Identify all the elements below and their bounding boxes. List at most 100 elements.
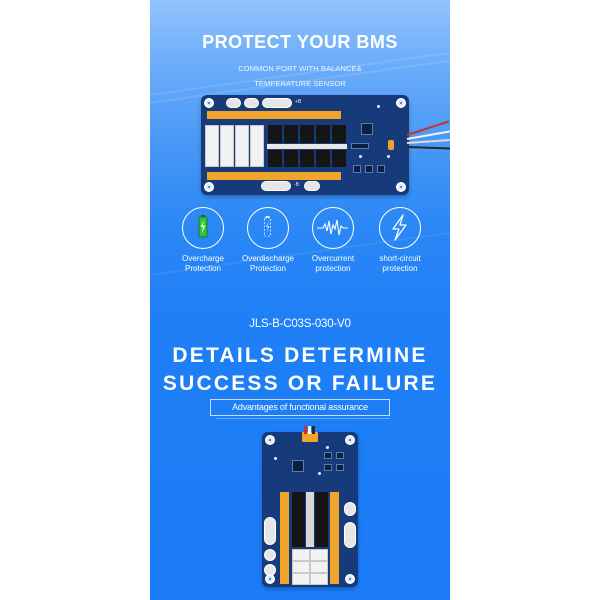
product-banner: PROTECT YOUR BMS COMMON PORT WITH BALANC… — [150, 0, 450, 600]
ic-chip — [353, 165, 361, 173]
mosfet — [284, 150, 298, 167]
wire-white — [308, 426, 311, 434]
feature-label-line2: protection — [382, 263, 418, 273]
mosfet — [316, 125, 330, 143]
silkscreen-b-minus: -B — [294, 182, 299, 188]
mosfet — [284, 125, 298, 143]
mount-hole — [345, 574, 355, 584]
via — [359, 155, 362, 158]
headline-line2: SUCCESS OR FAILURE — [162, 372, 438, 395]
ic-chip — [324, 464, 332, 471]
bms-board-vertical — [262, 426, 358, 587]
solder-pad — [344, 502, 356, 516]
feature-label-short-circuit: short-circuit protection — [365, 254, 435, 273]
via — [318, 472, 321, 475]
feature-label-overdischarge: Overdischarge Protection — [233, 254, 303, 273]
feature-label-line2: Protection — [184, 263, 222, 273]
wire-black — [312, 426, 315, 434]
solder-pad — [264, 549, 276, 561]
mount-hole — [396, 98, 406, 108]
solder-pad-b-plus — [262, 98, 292, 108]
balance-resistor-block — [292, 561, 310, 573]
banner-subtitle-line1: COMMON PORT WITH BALANCE& — [238, 64, 362, 73]
model-number: JLS-B-C03S-030-V0 — [249, 318, 351, 330]
connector — [302, 432, 318, 442]
bms-board-horizontal: +B -B — [201, 95, 409, 195]
solder-pad — [304, 181, 320, 191]
via — [377, 105, 380, 108]
ic-chip — [324, 452, 332, 459]
balance-resistor-block — [235, 125, 249, 167]
silkscreen-b-plus: +B — [295, 99, 302, 105]
mosfet-column — [292, 492, 305, 547]
balance-resistor-block — [310, 573, 328, 585]
via — [387, 155, 390, 158]
via — [326, 446, 329, 449]
mount-hole — [265, 435, 275, 445]
wire-black — [406, 146, 450, 150]
balance-resistor-block — [310, 549, 328, 561]
solder-pad — [226, 98, 241, 108]
tagline-box: Advantages of functional assurance — [210, 399, 390, 416]
banner-title: PROTECT YOUR BMS — [202, 32, 398, 52]
solder-pad — [264, 564, 276, 576]
mosfet — [332, 150, 346, 167]
busbar — [267, 144, 347, 149]
mount-hole — [204, 98, 214, 108]
mount-hole — [204, 182, 214, 192]
battery-charge-icon — [198, 215, 208, 238]
feature-overdischarge — [247, 207, 289, 249]
balance-resistor-block — [310, 561, 328, 573]
lightning-icon — [392, 214, 407, 241]
feature-label-overcurrent: Overcurrent protection — [298, 254, 368, 273]
mosfet — [268, 125, 282, 143]
connector — [388, 140, 394, 150]
via — [274, 457, 277, 460]
battery-low-icon — [264, 216, 271, 237]
mosfet-column — [315, 492, 328, 547]
solder-pad — [344, 522, 356, 548]
ic-chip — [336, 464, 344, 471]
ic-chip — [377, 165, 385, 173]
balance-resistor-block — [250, 125, 264, 167]
solder-pad — [264, 517, 276, 545]
ic-chip — [351, 143, 369, 149]
solder-pad-b-minus — [261, 181, 291, 191]
mosfet — [332, 125, 346, 143]
feature-overcharge — [182, 207, 224, 249]
headline-line1: DETAILS DETERMINE — [172, 344, 428, 367]
solder-pad — [244, 98, 259, 108]
feature-label-line1: Overcurrent — [311, 254, 355, 263]
wire-red — [304, 426, 307, 434]
copper-strip — [207, 111, 341, 119]
feature-overcurrent — [312, 207, 354, 249]
feature-short-circuit — [379, 207, 421, 249]
balance-resistor-block — [205, 125, 219, 167]
control-ic — [292, 460, 304, 472]
feature-label-line2: protection — [315, 263, 351, 273]
feature-label-line1: Overdischarge — [241, 254, 295, 263]
waveform-icon — [317, 219, 348, 236]
mosfet — [300, 125, 314, 143]
banner-subtitle-line2: TEMPERATURE SENSOR — [254, 79, 346, 88]
balance-resistor-block — [292, 573, 310, 585]
feature-label-line1: short-circuit — [379, 254, 421, 263]
ic-chip — [336, 452, 344, 459]
balance-resistor-block — [292, 549, 310, 561]
feature-label-overcharge: Overcharge Protection — [168, 254, 238, 273]
tagline-underline — [216, 418, 390, 419]
wire-white — [406, 138, 450, 144]
mosfet — [316, 150, 330, 167]
mount-hole — [345, 435, 355, 445]
control-ic — [361, 123, 373, 135]
copper-strip — [330, 492, 339, 584]
feature-label-line1: Overcharge — [182, 254, 224, 263]
busbar — [306, 492, 314, 547]
copper-strip — [280, 492, 289, 584]
ic-chip — [365, 165, 373, 173]
balance-resistor-block — [220, 125, 234, 167]
mosfet — [300, 150, 314, 167]
mount-hole — [396, 182, 406, 192]
mosfet — [268, 150, 282, 167]
feature-label-line2: Protection — [249, 263, 287, 273]
